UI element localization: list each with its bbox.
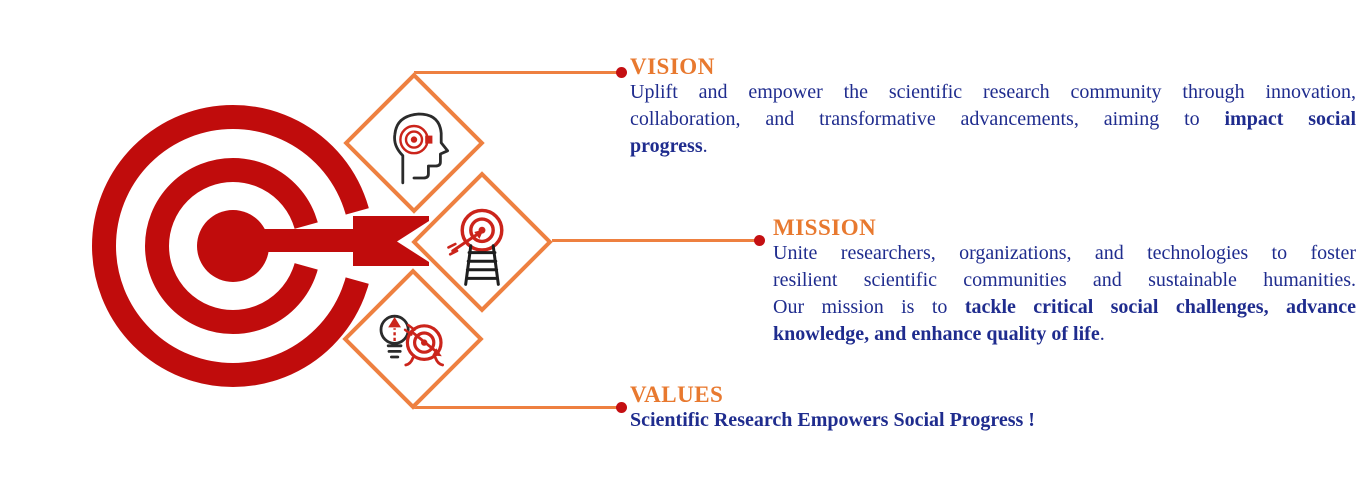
values-connector-dot <box>616 402 627 413</box>
vision-section: VISION Uplift and empower the scientific… <box>630 54 1356 160</box>
values-connector-line <box>413 406 621 409</box>
vision-body: Uplift and empower the scientific resear… <box>630 79 1356 160</box>
head-with-target-icon <box>393 112 449 185</box>
mission-connector-line <box>552 239 758 242</box>
ladder-to-target-icon <box>447 208 504 286</box>
vision-line-3: progress. <box>630 135 708 157</box>
mission-section: MISSION Unite researchers, organizations… <box>773 215 1356 348</box>
mission-body: Unite researchers, organizations, and te… <box>773 240 1356 348</box>
values-section: VALUES Scientific Research Empowers Soci… <box>630 382 1356 434</box>
mission-line-2: resilient scientific communities and sus… <box>773 269 1356 291</box>
vision-line-1: Uplift and empower the scientific resear… <box>630 81 1356 103</box>
vision-connector-line <box>414 71 621 74</box>
mission-line-1: Unite researchers, organizations, and te… <box>773 242 1356 264</box>
mission-connector-dot <box>754 235 765 246</box>
vision-connector-dot <box>616 67 627 78</box>
mission-line-3: Our mission is to tackle critical social… <box>773 296 1356 318</box>
mission-line-4: knowledge, and enhance quality of life. <box>773 323 1105 345</box>
bulb-and-target-icon <box>379 314 444 367</box>
values-heading: VALUES <box>630 382 724 407</box>
values-body: Scientific Research Empowers Social Prog… <box>630 409 1035 431</box>
vision-line-2: collaboration, and transformative advanc… <box>630 108 1356 130</box>
vision-heading: VISION <box>630 54 715 79</box>
mission-heading: MISSION <box>773 215 877 240</box>
